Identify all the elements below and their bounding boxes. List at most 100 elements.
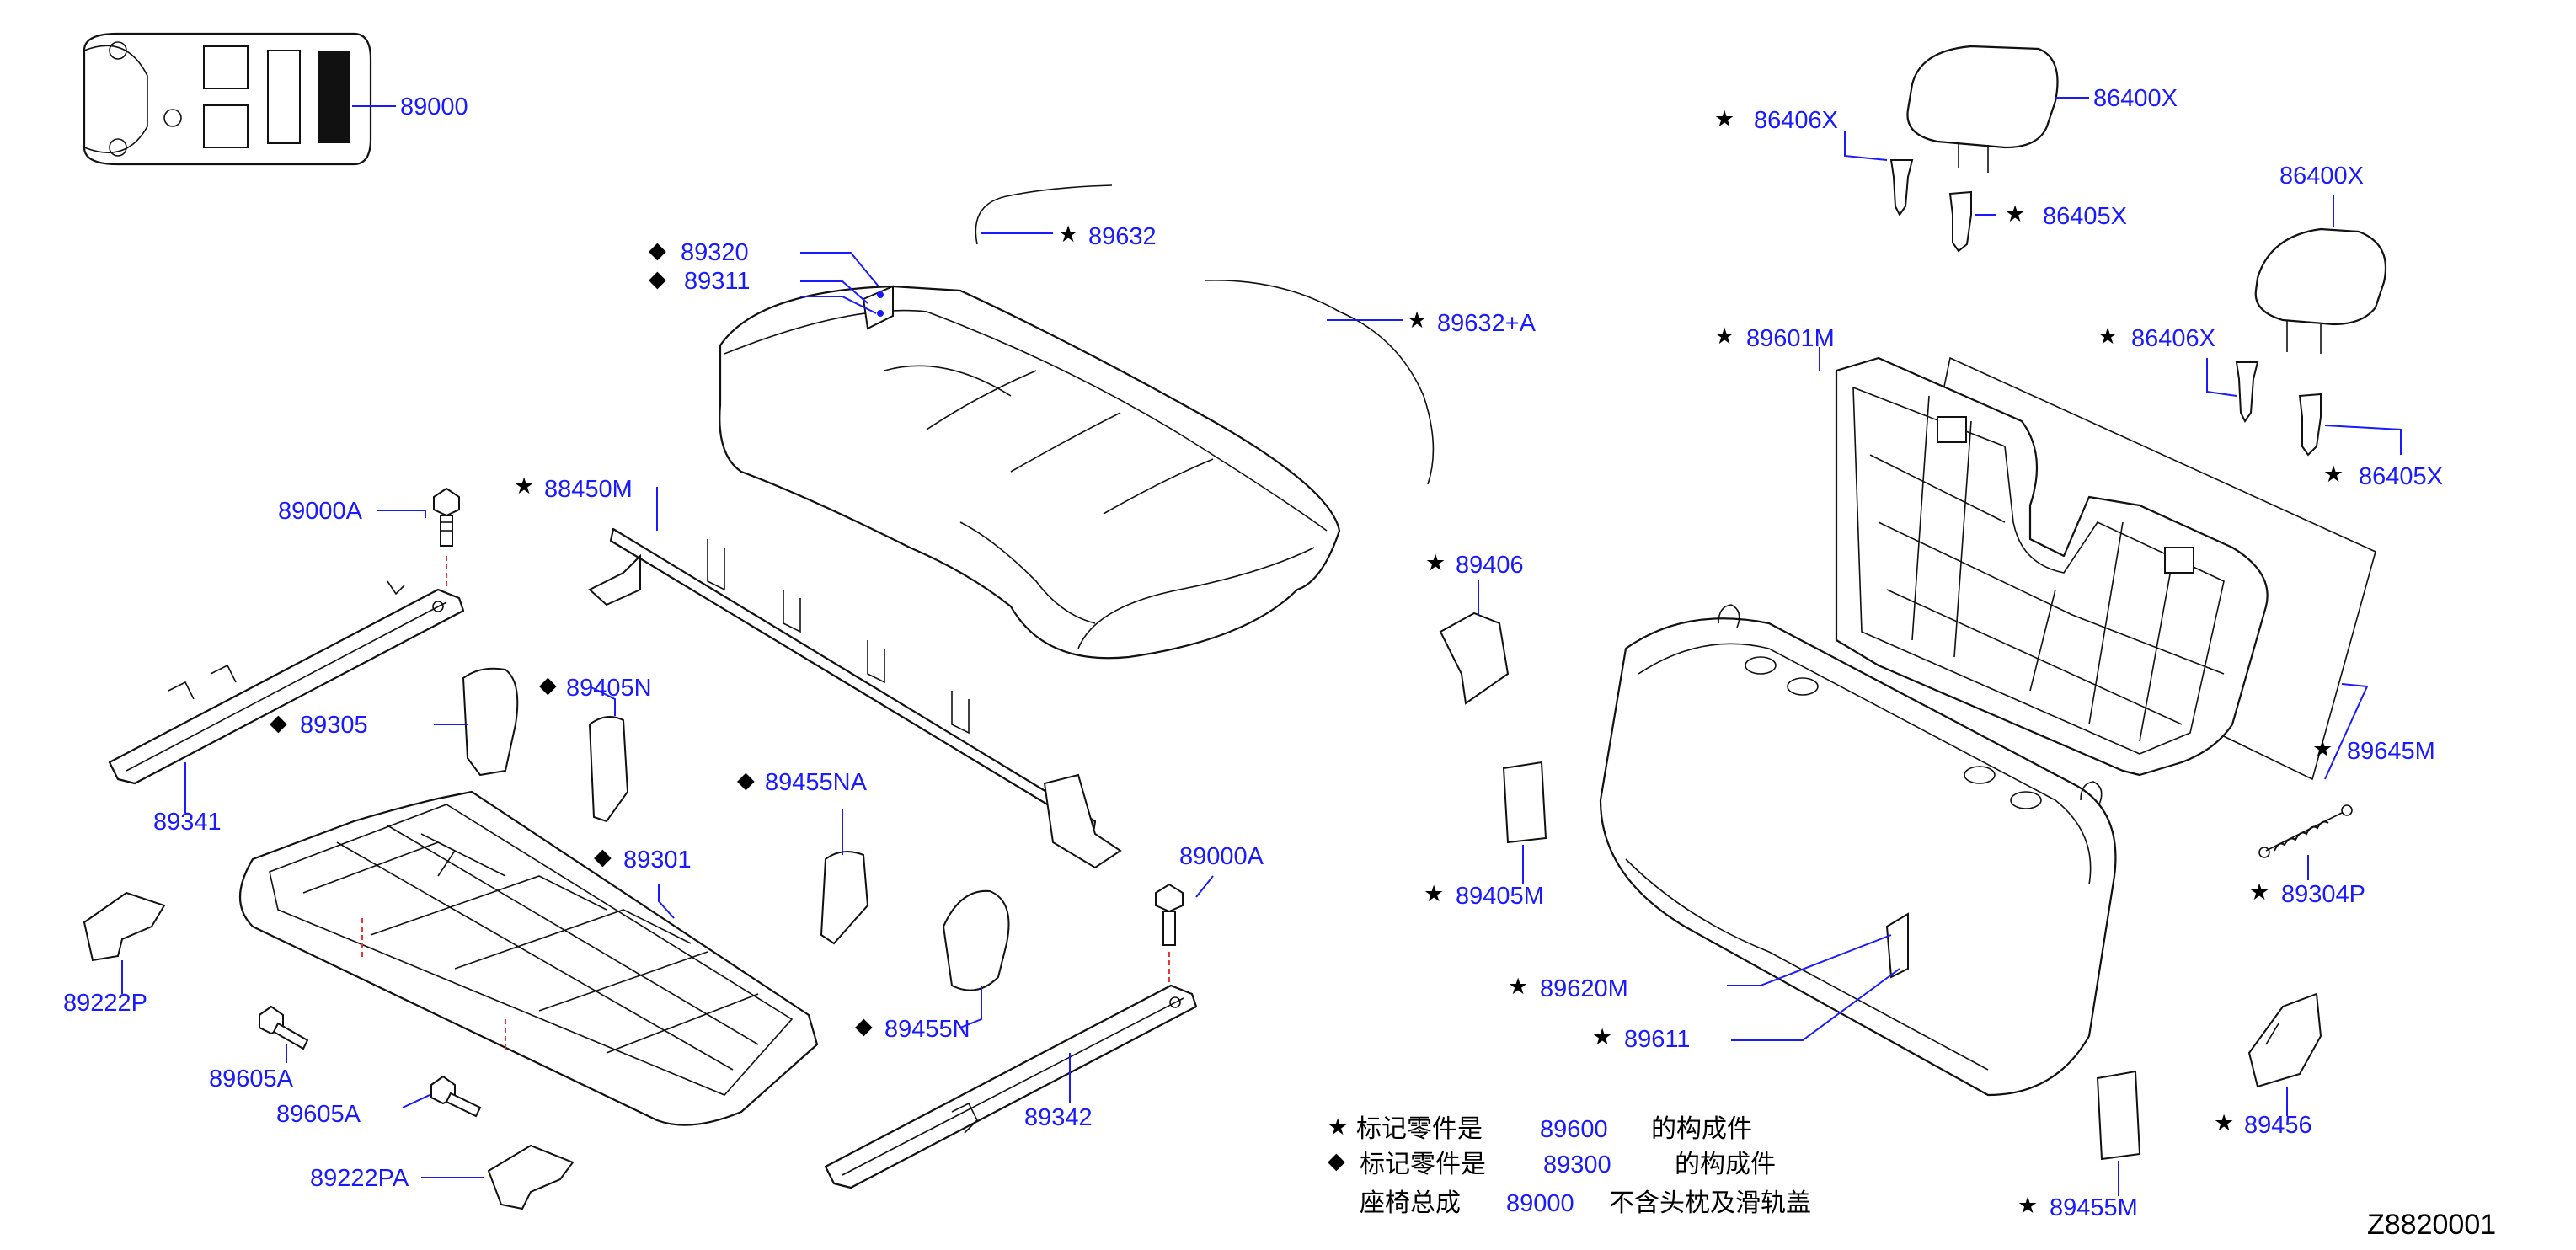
label-89301: 89301 xyxy=(623,847,692,873)
star-icon: ★ xyxy=(2098,323,2118,350)
label-89605A-1: 89605A xyxy=(209,1066,294,1092)
star-icon: ★ xyxy=(1407,307,1427,334)
star-icon: ★ xyxy=(1058,222,1078,248)
label-86406X-lower: 86406X xyxy=(2131,325,2215,352)
label-89000: 89000 xyxy=(400,93,468,120)
label-89455NA: 89455NA xyxy=(765,769,868,796)
label-86400X-upper: 86400X xyxy=(2093,85,2178,112)
label-89406: 89406 xyxy=(1456,552,1524,579)
cover-89455N: ◆ 89455N xyxy=(855,889,1010,1043)
label-89632: 89632 xyxy=(1088,223,1157,250)
star-icon: ★ xyxy=(1328,1114,1348,1140)
notes-block: ★ 标记零件是 89600 的构成件 ◆ 标记零件是 89300 的构成件 座椅… xyxy=(1328,1114,1811,1218)
label-89405N: 89405N xyxy=(566,675,652,702)
diamond-icon: ◆ xyxy=(737,767,755,793)
label-89620M: 89620M xyxy=(1540,975,1628,1002)
label-89456: 89456 xyxy=(2244,1112,2312,1139)
star-icon: ★ xyxy=(1425,550,1446,576)
cover-89455NA: ◆ 89455NA xyxy=(737,767,869,945)
label-89222P: 89222P xyxy=(63,990,147,1017)
pad-89405M: ★ 89405M xyxy=(1424,761,1547,910)
label-89000A-lower: 89000A xyxy=(1179,843,1264,870)
cover-89405N: ◆ 89405N xyxy=(434,667,652,823)
headrest-86400X-upper: 86400X xyxy=(1906,45,2178,173)
seat-cushion xyxy=(719,285,1341,660)
diamond-icon: ◆ xyxy=(1328,1148,1345,1174)
spring-89304P: ★ 89304P xyxy=(2249,804,2365,908)
seat-back-cover-89620M: ★ 89620M ★ 89611 xyxy=(1508,604,2117,1097)
label-89341: 89341 xyxy=(153,809,222,836)
star-icon: ★ xyxy=(2214,1110,2234,1136)
label-89320: 89320 xyxy=(681,239,749,266)
note-2-prefix: 标记零件是 xyxy=(1360,1150,1486,1179)
note-2-suffix: 的构成件 xyxy=(1675,1150,1776,1179)
frame-89301: ◆ 89301 xyxy=(238,790,819,1126)
diamond-icon: ◆ xyxy=(855,1013,873,1039)
star-icon: ★ xyxy=(1714,106,1734,132)
star-icon: ★ xyxy=(514,473,534,499)
star-icon: ★ xyxy=(1592,1024,1612,1050)
label-89645M: 89645M xyxy=(2347,738,2435,765)
star-icon: ★ xyxy=(2018,1193,2038,1219)
note-3-prefix: 座椅总成 xyxy=(1360,1189,1461,1218)
note-2-part: 89300 xyxy=(1543,1151,1611,1178)
bracket-89406: ★ 89406 xyxy=(1425,550,1524,705)
rail-89342: 89342 xyxy=(824,984,1198,1189)
label-89342: 89342 xyxy=(1024,1104,1093,1131)
rail-89341: 89341 ◆ 89305 xyxy=(108,580,465,836)
note-1-part: 89600 xyxy=(1540,1116,1608,1143)
note-1-prefix: 标记零件是 xyxy=(1356,1114,1483,1144)
label-89632A: 89632+A xyxy=(1437,310,1537,337)
star-icon: ★ xyxy=(2312,736,2333,762)
label-89605A-2: 89605A xyxy=(276,1101,361,1128)
vehicle-top-view-icon: 89000 xyxy=(83,32,468,166)
label-86405X-upper: 86405X xyxy=(2043,203,2127,230)
star-icon: ★ xyxy=(1714,323,1734,350)
label-86406X-upper: 86406X xyxy=(1754,107,1838,134)
diamond-icon: ◆ xyxy=(649,238,666,264)
label-89222PA: 89222PA xyxy=(310,1165,409,1192)
bracket-89222PA: 89222PA xyxy=(310,1144,575,1210)
star-icon: ★ xyxy=(2249,879,2269,905)
diamond-icon: ◆ xyxy=(539,672,557,698)
label-86405X-lower: 86405X xyxy=(2359,463,2443,490)
diamond-icon: ◆ xyxy=(649,266,666,292)
bolt-89000A-lower: 89000A xyxy=(1155,843,1264,986)
guide-86406X-lower: ★ 86406X xyxy=(2098,323,2259,423)
label-89455N: 89455N xyxy=(884,1016,970,1043)
label-89305: 89305 xyxy=(300,712,368,739)
diamond-icon: ◆ xyxy=(594,844,612,870)
bolt-89605A-1: 89605A xyxy=(209,1005,309,1092)
note-1-suffix: 的构成件 xyxy=(1651,1114,1752,1144)
label-89601M: 89601M xyxy=(1746,325,1835,352)
star-icon: ★ xyxy=(1508,974,1528,1000)
bolt-89605A-2: 89605A xyxy=(276,1075,482,1128)
note-3-suffix: 不含头枕及滑轨盖 xyxy=(1609,1189,1811,1218)
bracket-89456: ★ 89456 xyxy=(2214,992,2322,1139)
star-icon: ★ xyxy=(2323,462,2344,488)
note-3-part: 89000 xyxy=(1506,1190,1574,1217)
star-icon: ★ xyxy=(1424,881,1444,907)
label-89611: 89611 xyxy=(1624,1026,1691,1053)
guide-86405X-lower: ★ 86405X xyxy=(2298,393,2443,490)
label-86400X-lower: 86400X xyxy=(2279,163,2364,190)
headrest-86400X-lower: 86400X xyxy=(2254,163,2387,354)
diamond-icon: ◆ xyxy=(270,710,287,736)
guide-86405X-upper: ★ 86405X xyxy=(1948,190,2127,253)
reference-code: Z8820001 xyxy=(2367,1209,2496,1241)
bracket-89222P: 89222P xyxy=(63,891,166,1017)
guide-86406X-upper: ★ 86406X xyxy=(1714,106,1914,216)
label-89405M: 89405M xyxy=(1456,883,1544,910)
cover-wire-89632: ★ 89632 ★ 89632+A xyxy=(975,184,1537,485)
bracket-89320: ◆ 89320 ◆ 89311 xyxy=(649,238,894,330)
star-icon: ★ xyxy=(2005,201,2025,227)
rod-88450M: ★ 88450M xyxy=(514,473,1122,869)
label-89304P: 89304P xyxy=(2281,881,2365,908)
label-89000A-upper: 89000A xyxy=(278,498,363,525)
label-89455M: 89455M xyxy=(2050,1194,2138,1221)
label-88450M: 88450M xyxy=(544,476,633,503)
bolt-89000A-upper: 89000A xyxy=(278,487,460,590)
label-89311: 89311 xyxy=(684,268,751,295)
pad-89455M: ★ 89455M xyxy=(2018,1070,2141,1221)
